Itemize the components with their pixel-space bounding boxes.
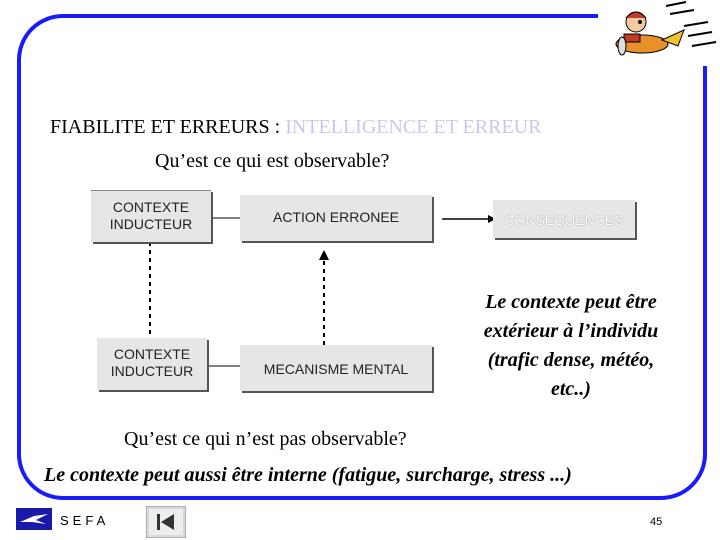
note-line: extérieur à l’individu xyxy=(483,320,659,342)
first-page-icon[interactable] xyxy=(146,506,186,538)
brand-name: SEFA xyxy=(60,513,110,528)
arrow-head-consequences xyxy=(488,215,496,223)
note-line: etc..) xyxy=(551,378,591,400)
action-label: ACTION ERRONEE xyxy=(272,209,399,225)
slide-frame xyxy=(17,14,707,500)
context-top-line1: CONTEXTE xyxy=(112,199,190,215)
mechanism-box: MECANISME MENTAL xyxy=(240,345,432,391)
external-context-note: Le contexte peut être extérieur à l’indi… xyxy=(455,288,687,404)
arrow-head-action xyxy=(319,250,329,260)
consequences-label: CONSEQUENCES xyxy=(504,212,624,228)
frame-gap xyxy=(598,6,716,66)
slide-title: FIABILITE ET ERREURS : INTELLIGENCE ET E… xyxy=(50,116,541,139)
context-top-box: CONTEXTE INDUCTEUR xyxy=(91,190,211,242)
note-line: Le contexte peut être xyxy=(485,291,657,313)
question-not-observable: Qu’est ce qui n’est pas observable? xyxy=(124,428,407,450)
sefa-logo-icon xyxy=(16,508,52,530)
context-bottom-box: CONTEXTE INDUCTEUR xyxy=(97,338,207,390)
question-observable: Qu’est ce qui est observable? xyxy=(155,150,390,172)
mechanism-label: MECANISME MENTAL xyxy=(263,361,409,377)
action-box: ACTION ERRONEE xyxy=(240,195,432,241)
page-number: 45 xyxy=(650,516,663,528)
title-accent: INTELLIGENCE ET ERREUR xyxy=(285,116,542,138)
context-top-line2: INDUCTEUR xyxy=(109,216,193,232)
consequences-box: CONSEQUENCES xyxy=(493,200,635,238)
internal-context-text: Le contexte peut aussi être interne (fat… xyxy=(44,464,572,486)
note-line: (trafic dense, météo, xyxy=(487,349,655,371)
pilot-cartoon-icon xyxy=(615,1,717,56)
context-bottom-line1: CONTEXTE xyxy=(113,346,191,362)
title-main: FIABILITE ET ERREURS : xyxy=(50,116,286,138)
context-bottom-line2: INDUCTEUR xyxy=(110,363,194,379)
